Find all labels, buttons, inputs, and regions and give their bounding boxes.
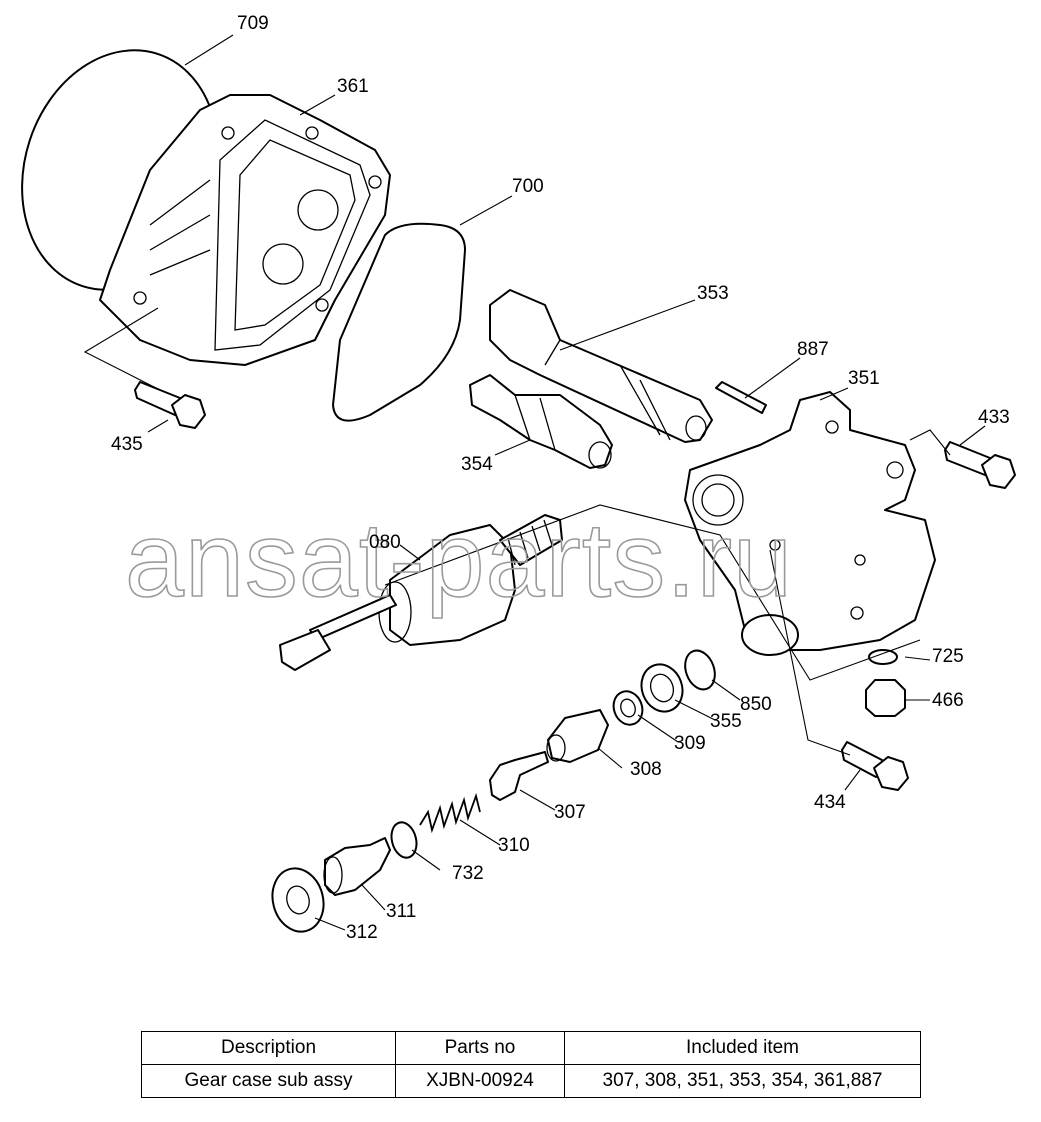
- callout-361: 361: [337, 76, 369, 97]
- parts-table: Description Parts no Included item Gear …: [141, 1031, 921, 1098]
- part-725-oring: [868, 649, 898, 665]
- part-434-bolt: [841, 741, 909, 791]
- part-850-snap-ring: [684, 649, 716, 691]
- part-433-bolt: [944, 441, 1016, 489]
- table-row: Gear case sub assy XJBN-00924 307, 308, …: [141, 1064, 921, 1098]
- callout-353: 353: [697, 283, 729, 304]
- callout-354: 354: [461, 454, 493, 475]
- callout-434: 434: [814, 792, 846, 813]
- part-309-ring: [612, 690, 644, 726]
- callout-732: 732: [452, 863, 484, 884]
- part-354-gear-shaft: [469, 374, 613, 469]
- cell-description: Gear case sub assy: [141, 1064, 396, 1098]
- watermark: ansat-parts.ru: [125, 501, 793, 619]
- callout-887: 887: [797, 339, 829, 360]
- cell-included-item: 307, 308, 351, 353, 354, 361,887: [564, 1064, 921, 1098]
- callout-307: 307: [554, 802, 586, 823]
- callout-435: 435: [111, 434, 143, 455]
- part-311-plug: [323, 837, 391, 896]
- column-header-included-item: Included item: [564, 1031, 921, 1065]
- callout-466: 466: [932, 690, 964, 711]
- callout-355: 355: [710, 711, 742, 732]
- callout-850: 850: [740, 694, 772, 715]
- part-312-nut: [271, 867, 325, 933]
- part-435-bolt: [134, 381, 206, 429]
- part-361-cover: [99, 94, 391, 366]
- exploded-parts-diagram: ansat-parts.ru 709 361 700 353 887 351 4…: [21, 13, 1016, 943]
- part-308-sleeve: [546, 709, 609, 763]
- callout-709: 709: [237, 13, 269, 34]
- callout-311: 311: [386, 901, 416, 922]
- callout-351: 351: [848, 368, 880, 389]
- part-732-oring: [390, 821, 418, 859]
- callout-700: 700: [512, 176, 544, 197]
- callout-312: 312: [346, 922, 378, 943]
- cell-parts-no: XJBN-00924: [395, 1064, 565, 1098]
- callout-labels: 709 361 700 353 887 351 433 435 354 080 …: [111, 13, 1010, 943]
- callout-309: 309: [674, 733, 706, 754]
- part-080-solenoid: [279, 514, 563, 671]
- part-700-gasket: [332, 222, 466, 422]
- callout-725: 725: [932, 646, 964, 667]
- callout-433: 433: [978, 407, 1010, 428]
- table-header-row: Description Parts no Included item: [141, 1031, 921, 1065]
- column-header-parts-no: Parts no: [395, 1031, 565, 1065]
- part-355-bushing: [640, 663, 684, 713]
- part-353-gear-shaft: [489, 289, 713, 443]
- leader-lines: [83, 34, 986, 931]
- part-887-pin: [715, 381, 767, 414]
- callout-308: 308: [630, 759, 662, 780]
- column-header-description: Description: [141, 1031, 396, 1065]
- callout-080: 080: [369, 532, 401, 553]
- part-466-plug: [865, 679, 906, 717]
- callout-310: 310: [498, 835, 530, 856]
- part-310-spring: [419, 792, 481, 834]
- part-307-spool: [489, 751, 549, 801]
